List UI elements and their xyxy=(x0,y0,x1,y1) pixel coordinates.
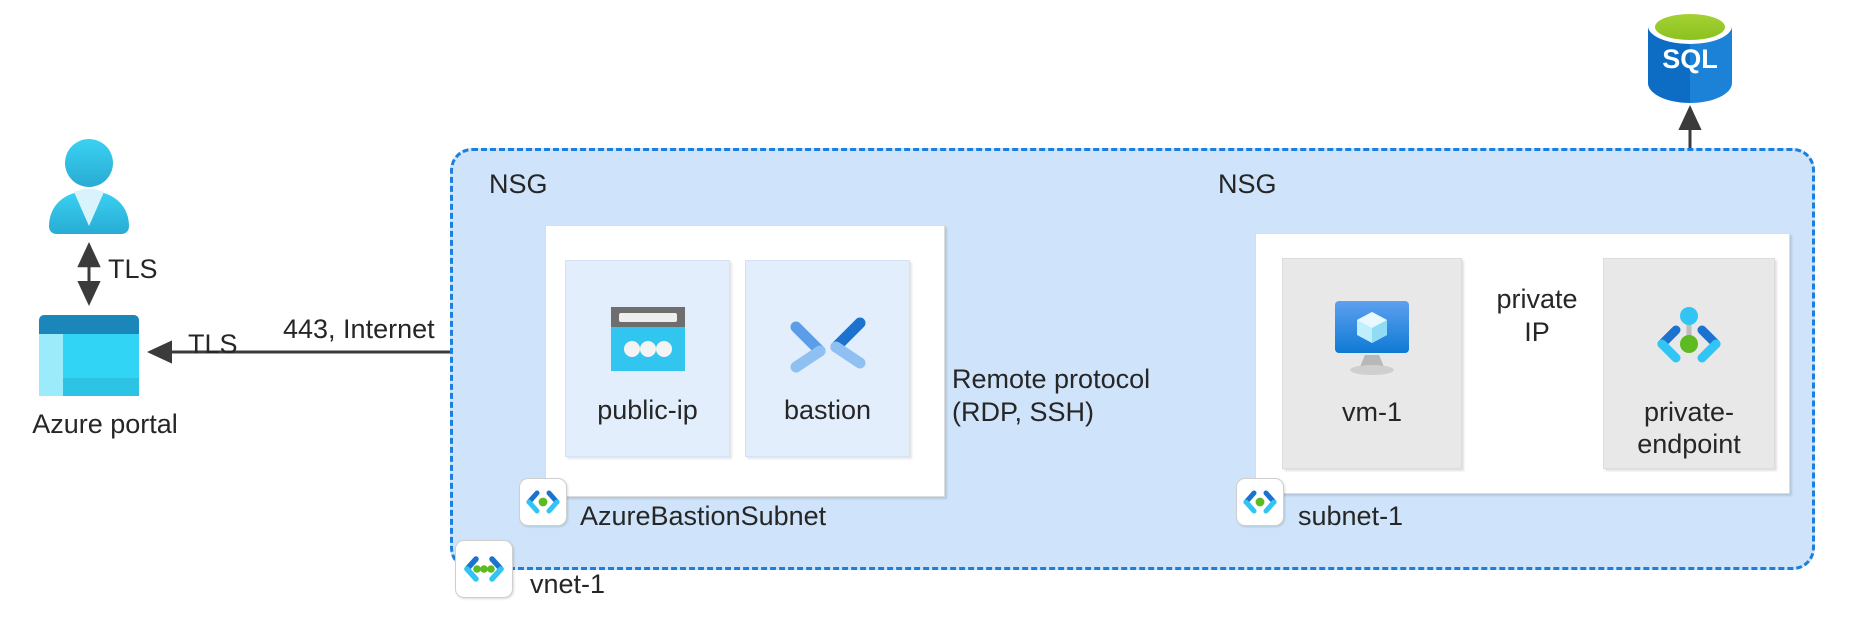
label-nsg-bastion-subnet: NSG xyxy=(489,169,548,199)
resource-label-vm-1: vm-1 xyxy=(1342,397,1402,427)
azure-portal-icon xyxy=(39,315,139,396)
resource-tile-private-endpoint[interactable]: private- endpoint xyxy=(1603,258,1775,469)
label-private-ip: private IP xyxy=(1496,284,1578,347)
sql-database-icon: SQL xyxy=(1648,8,1732,103)
label-subnet-1: subnet-1 xyxy=(1298,501,1404,531)
resource-tile-public-ip[interactable]: public-ip xyxy=(565,260,730,457)
resource-label-private-endpoint: private- endpoint xyxy=(1637,397,1741,459)
vnet-icon xyxy=(455,540,513,598)
label-nsg-subnet-1: NSG xyxy=(1218,169,1277,199)
resource-tile-bastion[interactable]: bastion xyxy=(745,260,910,457)
resource-label-bastion: bastion xyxy=(783,395,872,425)
public-ip-icon xyxy=(610,261,686,395)
user-icon xyxy=(49,139,129,234)
label-vnet-1: vnet-1 xyxy=(530,569,606,599)
subnet-icon xyxy=(519,478,567,526)
label-azure-portal: Azure portal xyxy=(32,409,178,439)
label-remote-protocol: Remote protocol (RDP, SSH) xyxy=(952,364,1151,427)
private-endpoint-icon xyxy=(1646,259,1732,397)
virtual-machine-icon xyxy=(1329,259,1415,397)
label-443-internet: 443, Internet xyxy=(283,314,435,344)
subnet-icon xyxy=(1236,478,1284,526)
resource-tile-vm-1[interactable]: vm-1 xyxy=(1282,258,1462,469)
label-tls-user-portal: TLS xyxy=(108,254,158,284)
label-azurebastionsubnet: AzureBastionSubnet xyxy=(580,501,827,531)
resource-label-public-ip: public-ip xyxy=(597,395,698,425)
svg-text:SQL: SQL xyxy=(1662,44,1718,74)
bastion-icon xyxy=(787,261,869,395)
label-tls-inbound: TLS xyxy=(188,329,238,359)
